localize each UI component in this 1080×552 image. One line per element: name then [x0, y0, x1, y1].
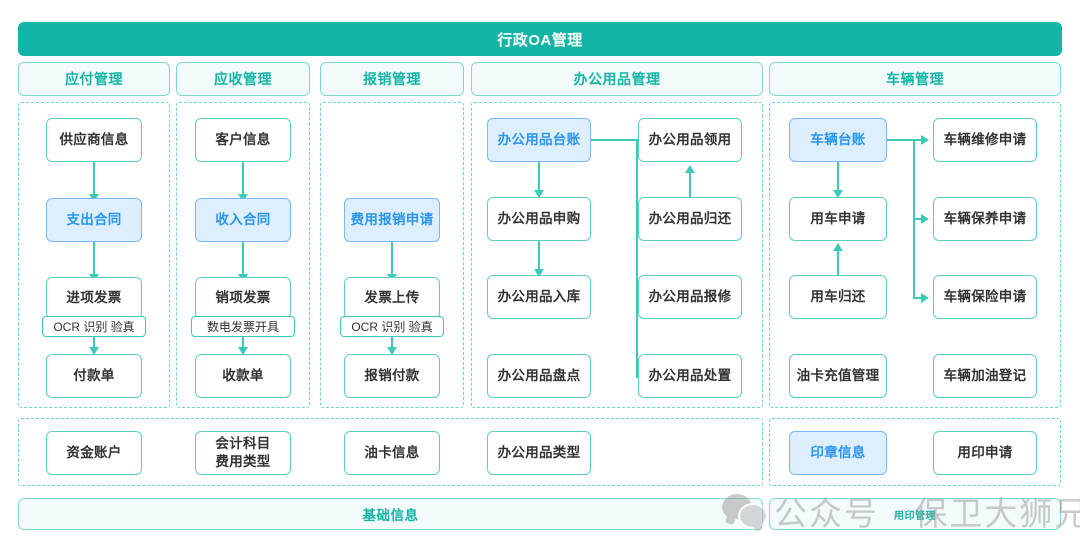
group-box-payable: [18, 102, 170, 408]
connector-vehicle-branch-top: [913, 139, 924, 141]
connector-payable-3: [93, 337, 95, 355]
node-account-subject-expense-type[interactable]: 会计科目 费用类型: [195, 431, 291, 475]
node-supplies-stocktake[interactable]: 办公用品盘点: [487, 354, 591, 398]
connector-payable-2: [93, 242, 95, 282]
node-supplies-inbound[interactable]: 办公用品入库: [487, 275, 591, 319]
arrowhead-payable-3: [89, 347, 99, 355]
connector-expense-1: [391, 242, 393, 282]
connector-payable-1: [93, 162, 95, 202]
column-header-payable[interactable]: 应付管理: [18, 62, 170, 96]
connector-vehicle-return-up: [837, 249, 839, 275]
connector-receivable-2: [242, 242, 244, 282]
node-vehicle-ledger[interactable]: 车辆台账: [789, 118, 887, 162]
node-vehicle-return[interactable]: 用车归还: [789, 275, 887, 319]
node-supplies-type[interactable]: 办公用品类型: [487, 431, 591, 475]
node-payment-voucher[interactable]: 付款单: [46, 354, 142, 398]
node-vehicle-refuel-log[interactable]: 车辆加油登记: [933, 354, 1037, 398]
arrowhead-expense-2: [387, 347, 397, 355]
connector-vehicle-trunk-h: [887, 139, 915, 141]
node-invoice-upload-ocr-tag[interactable]: OCR 识别 验真: [340, 316, 444, 337]
group-box-vehicle: [769, 102, 1061, 408]
arrowhead-receivable-3: [238, 347, 248, 355]
arrowhead-vehicle-return-up: [833, 243, 843, 251]
node-vehicle-upkeep[interactable]: 车辆保养申请: [933, 197, 1037, 241]
node-supplies-disposal[interactable]: 办公用品处置: [638, 354, 742, 398]
connector-expense-2: [391, 337, 393, 355]
column-header-expense[interactable]: 报销管理: [320, 62, 464, 96]
arrowhead-vehicle-branch-mid: [921, 214, 929, 224]
node-input-invoice[interactable]: 进项发票: [46, 277, 142, 319]
column-header-receivable[interactable]: 应收管理: [176, 62, 310, 96]
node-fuel-card-info[interactable]: 油卡信息: [344, 431, 440, 475]
node-supplies-repair[interactable]: 办公用品报修: [638, 275, 742, 319]
footer-seal-management[interactable]: 用印管理: [769, 498, 1061, 530]
node-seal-info[interactable]: 印章信息: [789, 431, 887, 475]
connector-vehicle-branch-mid: [913, 218, 924, 220]
group-box-basic-info: [18, 418, 763, 486]
node-invoice-upload[interactable]: 发票上传: [344, 277, 440, 319]
arrowhead-vehicle-branch-bot: [921, 293, 929, 303]
node-supplies-return[interactable]: 办公用品归还: [638, 197, 742, 241]
node-vehicle-request[interactable]: 用车申请: [789, 197, 887, 241]
node-seal-request[interactable]: 用印申请: [933, 431, 1037, 475]
node-receipt-voucher[interactable]: 收款单: [195, 354, 291, 398]
connector-vehicle-l1: [837, 162, 839, 198]
node-account-subject-line2: 费用类型: [215, 454, 271, 469]
node-expense-payment[interactable]: 报销付款: [344, 354, 440, 398]
footer-basic-info[interactable]: 基础信息: [18, 498, 763, 530]
group-box-receivable: [176, 102, 310, 408]
arrowhead-supplies-l2: [534, 269, 544, 277]
node-output-invoice-einvoice-tag[interactable]: 数电发票开具: [191, 316, 295, 337]
connector-supplies-return-up: [689, 172, 691, 197]
node-expense-claim[interactable]: 费用报销申请: [344, 198, 440, 242]
node-fuel-card-recharge[interactable]: 油卡充值管理: [789, 354, 887, 398]
arrowhead-vehicle-l1: [833, 190, 843, 198]
connector-receivable-3: [242, 337, 244, 355]
node-supplies-ledger[interactable]: 办公用品台账: [487, 118, 591, 162]
node-customer-info[interactable]: 客户信息: [195, 118, 291, 162]
node-vehicle-insurance[interactable]: 车辆保险申请: [933, 275, 1037, 319]
arrowhead-supplies-return-up: [685, 165, 695, 173]
group-box-expense: [320, 102, 464, 408]
page-title: 行政OA管理: [18, 22, 1062, 56]
connector-vehicle-branch-bot: [913, 297, 924, 299]
connector-supplies-l1: [538, 162, 540, 198]
node-output-invoice[interactable]: 销项发票: [195, 277, 291, 319]
connector-receivable-1: [242, 162, 244, 202]
node-input-invoice-ocr-tag[interactable]: OCR 识别 验真: [42, 316, 146, 337]
group-box-seal-mgmt: [769, 418, 1061, 486]
node-supplies-purchase[interactable]: 办公用品申购: [487, 197, 591, 241]
arrowhead-vehicle-branch-top: [921, 135, 929, 145]
column-header-vehicle[interactable]: 车辆管理: [769, 62, 1061, 96]
connector-supplies-trunk-v: [636, 139, 638, 377]
connector-supplies-trunk-h: [591, 139, 638, 141]
group-box-supplies: [471, 102, 763, 408]
node-supplier-info[interactable]: 供应商信息: [46, 118, 142, 162]
node-account-subject-line1: 会计科目: [215, 435, 271, 451]
node-fund-account[interactable]: 资金账户: [46, 431, 142, 475]
node-supplies-issue[interactable]: 办公用品领用: [638, 118, 742, 162]
column-header-supplies[interactable]: 办公用品管理: [471, 62, 763, 96]
arrowhead-supplies-l1: [534, 190, 544, 198]
node-expense-contract[interactable]: 支出合同: [46, 198, 142, 242]
node-income-contract[interactable]: 收入合同: [195, 198, 291, 242]
connector-supplies-l2: [538, 241, 540, 277]
node-vehicle-maintenance[interactable]: 车辆维修申请: [933, 118, 1037, 162]
